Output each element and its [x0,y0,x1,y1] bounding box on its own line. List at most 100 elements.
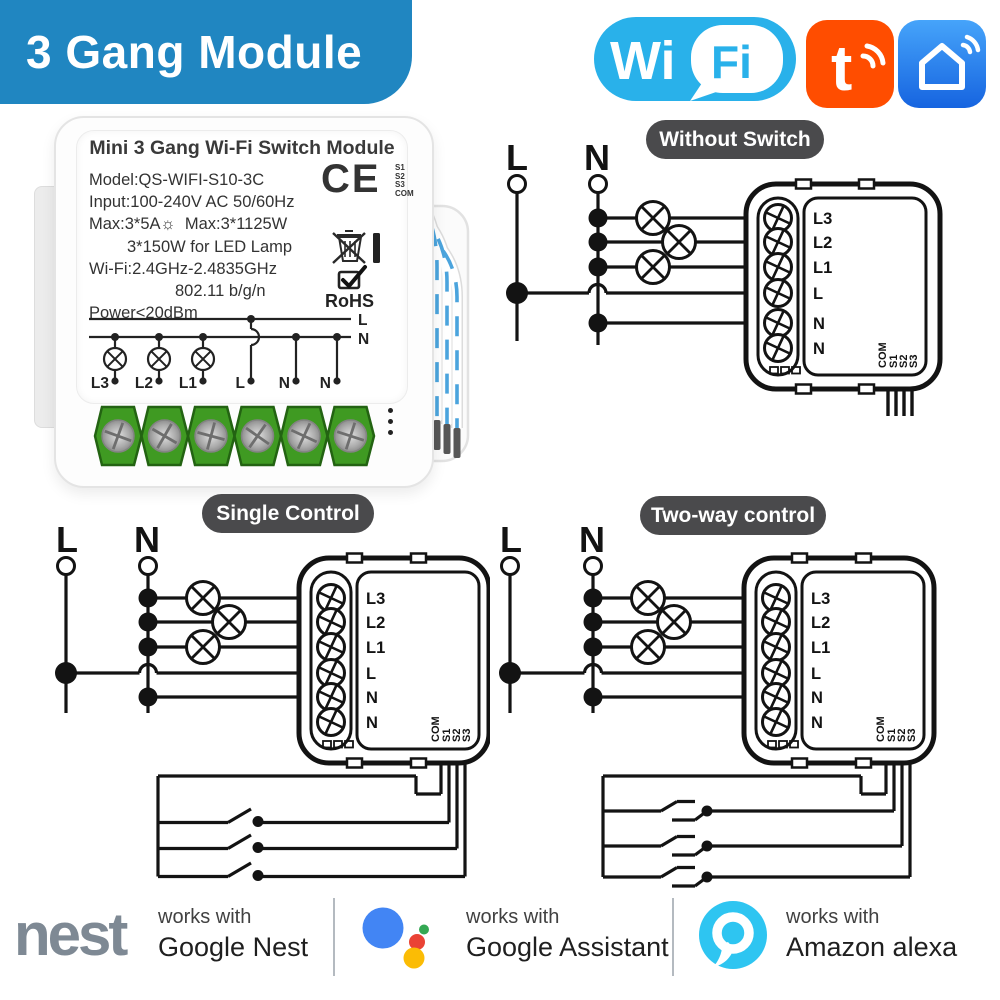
footer-divider [672,898,674,976]
neutral-label: N [579,519,605,560]
spec-max: Max:3*5A☼ Max:3*1125W [89,215,288,234]
spec-led: 3*150W for LED Lamp [127,237,293,256]
wifi-logo-icon: Wi Fi [594,17,796,101]
spec-power: Power<20dBm [89,304,198,323]
lamp-icon: ☼ [160,215,176,234]
indicator-dot [388,408,393,413]
svg-text:L1: L1 [813,259,832,277]
line-label: L [506,137,528,178]
terminal-screws [101,419,368,453]
svg-text:L3: L3 [366,590,385,608]
ce-mark: CE [321,157,381,201]
lamp-symbols [630,580,692,665]
svg-text:N: N [320,375,331,392]
svg-text:L1: L1 [366,639,385,657]
module-screws [761,583,791,737]
spec-model: Model:QS-WIFI-S10-3C [89,171,265,189]
footer-divider [333,898,335,976]
svg-text:L: L [366,665,376,683]
svg-text:L1: L1 [179,375,197,392]
svg-text:S3: S3 [461,729,473,742]
works-with-assistant: works with Google Assistant [466,906,669,962]
svg-text:L3: L3 [91,375,109,392]
tuya-logo-icon: t [806,20,894,108]
house-icon [919,43,965,90]
svg-text:L: L [358,312,367,329]
title-banner: 3 Gang Module [0,0,412,104]
svg-text:L3: L3 [811,590,830,608]
indicator-dot [388,419,393,424]
svg-text:L: L [236,375,245,392]
rohs-label: RoHS [325,291,374,311]
svg-text:S2: S2 [898,355,910,368]
svg-text:N: N [813,315,825,333]
signal-wire-stubs [886,389,914,416]
module-terminal-labels: L3 L2 L1 L N N [366,590,385,732]
svg-text:COM: COM [430,716,442,742]
svg-text:COM: COM [877,342,889,368]
tuya-logo-letter: t [831,32,852,104]
neutral-label: N [134,519,160,560]
module-terminal-labels: L3 L2 L1 L N N [811,590,830,732]
smart-life-logo-icon [898,20,986,108]
terminal-block [93,405,376,467]
svg-text:N: N [366,689,378,707]
weee-bin-icon [332,230,380,264]
svg-text:N: N [811,714,823,732]
svg-text:COM: COM [875,716,887,742]
svg-text:N: N [279,375,290,392]
neutral-label: N [584,137,610,178]
spec-standard: 802.11 b/g/n [175,282,266,301]
line-label: L [500,519,522,560]
module-screws [316,583,346,737]
spec-wifi: Wi-Fi:2.4GHz-2.4835GHz [89,259,277,278]
diagram-without-switch: L N L3 [506,137,943,416]
svg-text:L1: L1 [811,639,830,657]
module-screws [763,203,793,363]
svg-text:N: N [366,714,378,732]
module-label: Mini 3 Gang Wi-Fi Switch Module Model:QS… [76,130,414,404]
module-signal-labels: COM S1 S2 S3 [877,342,920,368]
module-signal-labels: COM S1 S2 S3 [875,716,918,742]
svg-text:L2: L2 [135,375,153,392]
diagram-single-control: L N L3 [55,519,490,881]
svg-text:S2: S2 [896,729,908,742]
svg-text:L2: L2 [811,614,830,632]
svg-text:L3: L3 [813,210,832,228]
svg-text:S3: S3 [906,729,918,742]
works-with-alexa: works with Amazon alexa [786,906,958,962]
module-terminal-labels: L3 L2 L1 L N N [813,210,832,358]
svg-text:N: N [813,340,825,358]
svg-text:N: N [358,331,369,348]
svg-text:S1: S1 [888,355,900,368]
module-label-title: Mini 3 Gang Wi-Fi Switch Module [89,137,395,159]
badge-single-control: Single Control [202,494,374,533]
indicator-dot [388,430,393,435]
google-assistant-icon [362,907,429,969]
product-photo: Mini 3 Gang Wi-Fi Switch Module Model:QS… [28,106,483,502]
module-specs: Model:QS-WIFI-S10-3C Input:100-240V AC 5… [89,169,324,324]
badge-two-way-control: Two-way control [640,496,826,535]
ce-side-labels: S1 S2 S3 COM [395,163,414,198]
svg-text:S1: S1 [886,729,898,742]
diagram-two-way-control: L N L3 [499,519,937,888]
svg-text:S2: S2 [451,729,463,742]
wifi-logo-fi: Fi [711,36,752,88]
svg-text:L: L [813,285,823,303]
wifi-logo-wi: Wi [610,31,676,91]
svg-text:L: L [811,665,821,683]
line-label: L [56,519,78,560]
svg-text:S3: S3 [908,355,920,368]
svg-text:L2: L2 [366,614,385,632]
label-mini-diagram: L3 L2 L1 L N N L N [89,312,369,392]
module-outline [296,552,490,769]
nest-logo: nest [14,901,128,968]
works-with-nest: works with Google Nest [158,906,309,962]
lamp-symbols [102,346,216,372]
badge-without-switch: Without Switch [646,120,824,159]
module-signal-labels: COM S1 S2 S3 [430,716,473,742]
amazon-alexa-icon [699,901,767,969]
rohs-check-icon [337,265,367,290]
lamp-symbols [635,200,697,285]
